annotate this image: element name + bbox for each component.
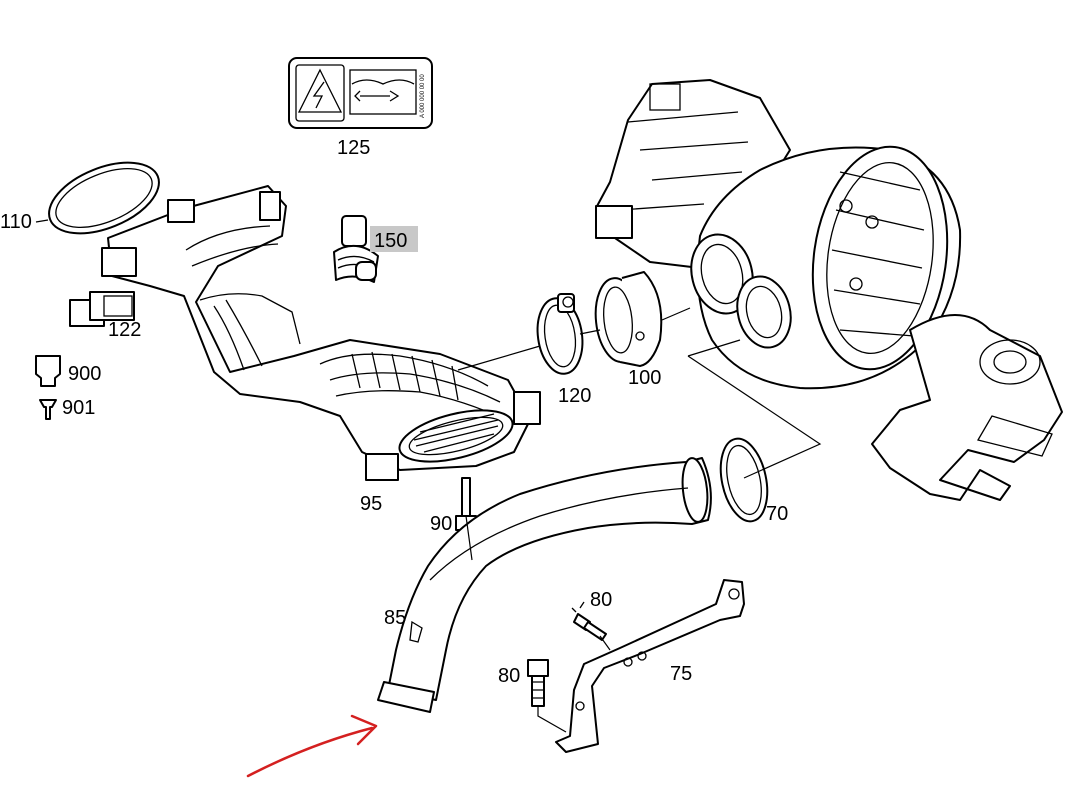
part-label-120: 120 [558, 385, 591, 407]
screw-part-80-lower [527, 659, 549, 707]
charge-pipe-part [377, 457, 712, 713]
part-label-75: 75 [670, 663, 692, 685]
part-label-901: 901 [62, 397, 95, 419]
seal-ring-part [48, 161, 160, 235]
highlight-150 [370, 226, 418, 252]
fastener-900 [35, 355, 61, 387]
red-arrow [246, 714, 378, 778]
part-label-80-lower: 80 [498, 665, 520, 687]
part-label-90: 90 [430, 513, 452, 535]
connector-part [69, 291, 135, 327]
part-label-122: 122 [108, 319, 141, 341]
part-label-70: 70 [766, 503, 788, 525]
part-label-95: 95 [360, 493, 382, 515]
part-label-100: 100 [628, 367, 661, 389]
turbocharger-assembly [595, 79, 1063, 501]
o-ring-part [719, 437, 769, 523]
bracket-part [555, 579, 745, 753]
part-label-150: 150 [374, 230, 407, 252]
manual-wrench-icon [349, 69, 417, 115]
high-voltage-warning-icon [297, 68, 343, 113]
svg-text:A 000 000 00 00: A 000 000 00 00 [420, 74, 426, 118]
part-label-85: 85 [384, 607, 406, 629]
part-label-900: 900 [68, 363, 101, 385]
hose-clamp-part [536, 293, 584, 375]
warning-label-part: A 000 000 00 00 [288, 57, 433, 129]
leader-lines [35, 219, 822, 733]
sleeve-part [594, 271, 663, 367]
fastener-901 [39, 399, 57, 420]
part-label-80-upper: 80 [590, 589, 612, 611]
part-label-125: 125 [337, 137, 370, 159]
screw-part-80-upper [571, 601, 607, 641]
part-label-110: 110 [0, 211, 32, 233]
sensor-part [333, 215, 379, 283]
intake-duct-part [101, 185, 541, 481]
